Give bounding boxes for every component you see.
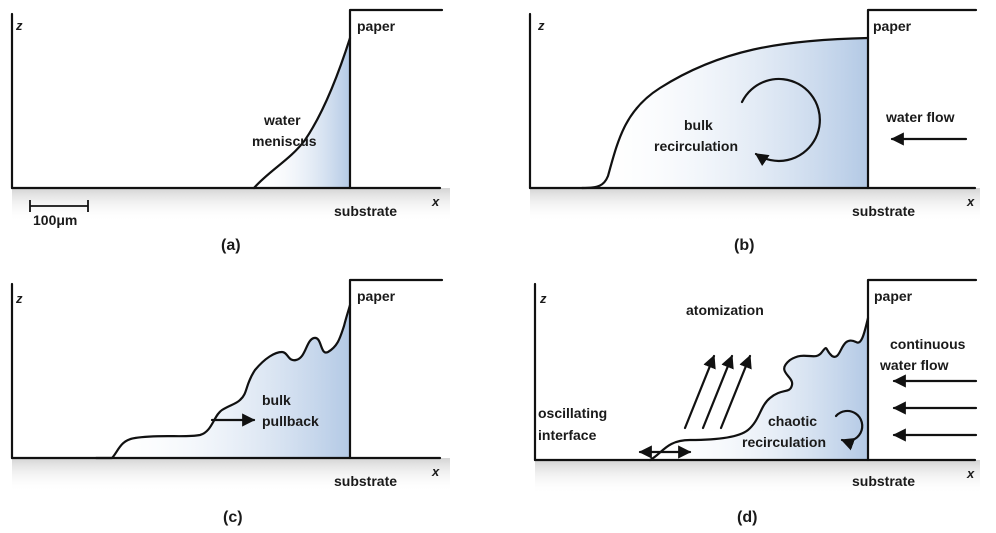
- paper-label: paper: [357, 288, 396, 304]
- substrate-band: [530, 188, 980, 222]
- substrate-label: substrate: [334, 203, 397, 219]
- continuous-flow-label-line1: continuous: [890, 336, 966, 352]
- panel-b: z x paper substrate bulk recirculation w…: [528, 8, 980, 254]
- pullback-label-line1: bulk: [262, 392, 291, 408]
- scale-bar: [29, 200, 89, 212]
- water-region: [582, 38, 868, 188]
- paper-label: paper: [874, 288, 913, 304]
- water-region: [96, 305, 350, 458]
- paper-outline: [866, 8, 978, 190]
- continuous-flow-label-line2: water flow: [879, 357, 949, 373]
- z-axis-label: z: [15, 18, 23, 33]
- substrate-label: substrate: [852, 473, 915, 489]
- interface-label-line1: oscillating: [538, 405, 607, 421]
- water-surface: [94, 303, 352, 460]
- water-surface: [580, 36, 870, 190]
- z-axis-label: z: [539, 291, 547, 306]
- panel-c: z x paper substrate bulk pullback (c): [10, 278, 450, 526]
- chaotic-recirculation-arrow: [834, 409, 864, 451]
- pullback-label-line2: pullback: [262, 413, 319, 429]
- paper-label: paper: [357, 18, 396, 34]
- recirculation-label-line2: recirculation: [654, 138, 738, 154]
- recirculation-arrow: [740, 77, 821, 167]
- atomization-arrow-1: [683, 354, 716, 430]
- x-axis-label: x: [966, 194, 975, 209]
- water-flow-label: water flow: [885, 109, 955, 125]
- paper-label: paper: [873, 18, 912, 34]
- x-axis-label: x: [966, 466, 975, 481]
- substrate-label: substrate: [852, 203, 915, 219]
- paper-outline: [866, 278, 978, 462]
- atomization-arrow-3: [719, 354, 752, 430]
- substrate-band: [12, 188, 450, 222]
- substrate-band: [535, 460, 980, 494]
- water-region: [650, 318, 868, 460]
- meniscus-curve: [252, 36, 352, 190]
- caption-b: (b): [734, 237, 754, 254]
- x-axis-label: x: [431, 464, 440, 479]
- substrate-label: substrate: [334, 473, 397, 489]
- atomization-label: atomization: [686, 302, 764, 318]
- panel-d: z x paper substrate atomization oscillat…: [533, 278, 980, 526]
- z-axis-label: z: [15, 291, 23, 306]
- paper-outline: [348, 278, 444, 460]
- meniscus-label-line2: meniscus: [252, 133, 317, 149]
- chaotic-label-line1: chaotic: [768, 413, 817, 429]
- recirculation-label-line1: bulk: [684, 117, 713, 133]
- chaotic-label-line2: recirculation: [742, 434, 826, 450]
- scale-bar-label: 100μm: [33, 212, 77, 228]
- meniscus-label-line1: water: [263, 112, 301, 128]
- caption-d: (d): [737, 509, 757, 526]
- z-axis-label: z: [537, 18, 545, 33]
- panel-a: z x paper substrate water meniscus 100μm…: [10, 8, 450, 254]
- substrate-band: [12, 458, 450, 492]
- paper-outline: [348, 8, 444, 190]
- caption-a: (a): [221, 237, 241, 254]
- x-axis-label: x: [431, 194, 440, 209]
- interface-label-line2: interface: [538, 427, 597, 443]
- atomization-arrow-2: [701, 354, 734, 430]
- water-surface: [648, 316, 870, 462]
- caption-c: (c): [223, 509, 243, 526]
- water-region: [254, 38, 350, 188]
